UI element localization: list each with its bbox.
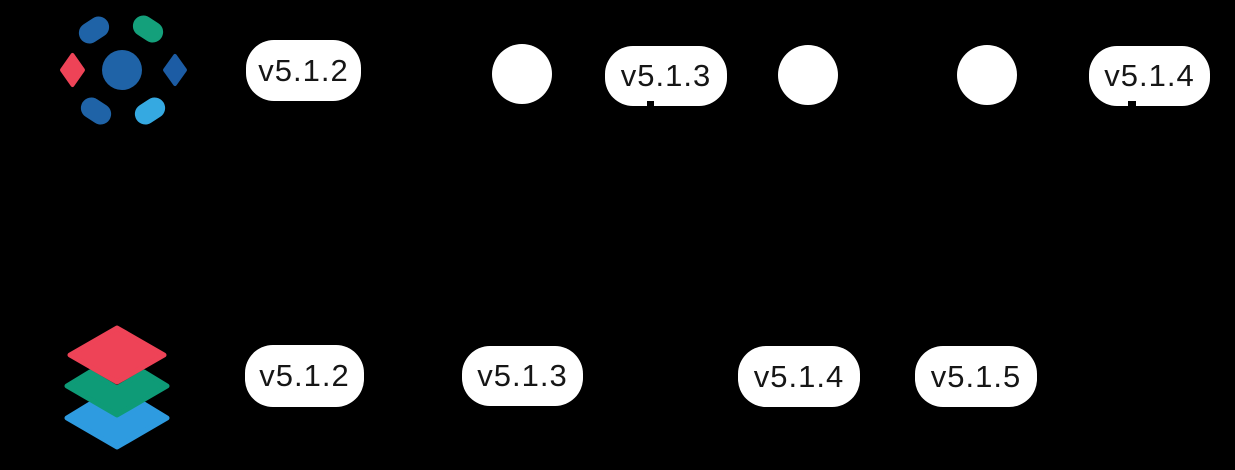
stacked-layers-icon: [64, 325, 170, 450]
connector-tick: [647, 101, 654, 107]
quay-version-label: v5.1.2: [259, 358, 350, 393]
operator-version-badge: v5.1.2: [246, 40, 361, 101]
quay-version-label: v5.1.5: [930, 358, 1022, 394]
operator-release-dot: [778, 45, 838, 105]
quay-version-badge: v5.1.3: [462, 346, 583, 406]
operator-version-label: v5.1.3: [620, 58, 712, 93]
quay-version-label: v5.1.3: [477, 358, 568, 393]
operator-version-badge: v5.1.3: [605, 46, 727, 106]
operator-release-dot: [957, 45, 1017, 105]
quay-version-badge: v5.1.5: [915, 346, 1037, 407]
quay-version-badge: v5.1.2: [245, 345, 364, 407]
quay-version-badge: v5.1.4: [738, 346, 860, 407]
operator-version-label: v5.1.4: [1104, 58, 1195, 93]
connector-tick: [1128, 101, 1136, 107]
operator-framework-sphere-icon: [58, 15, 188, 125]
operator-version-label: v5.1.2: [258, 52, 349, 88]
quay-version-label: v5.1.4: [753, 358, 845, 394]
operator-version-badge: v5.1.4: [1089, 46, 1210, 106]
operator-release-dot: [492, 44, 552, 104]
